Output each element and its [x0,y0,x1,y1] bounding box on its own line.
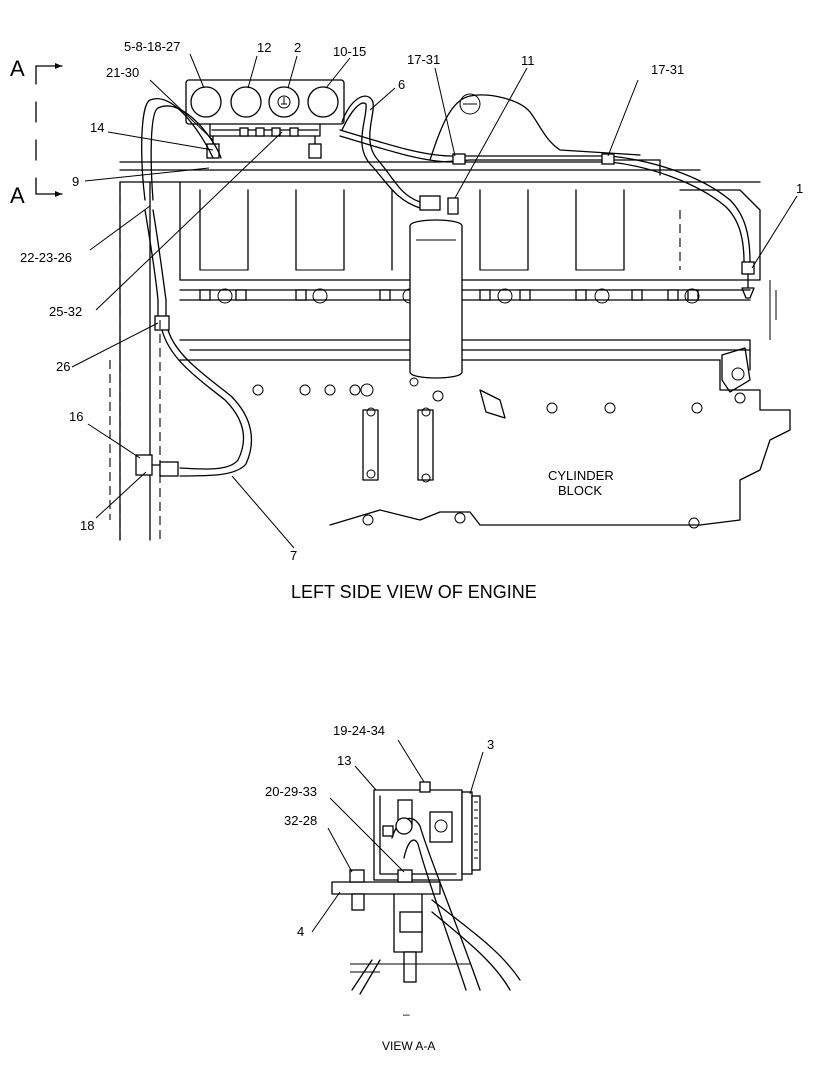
callout-leaders-main [71,53,798,549]
callout-14: 14 [90,120,104,135]
callout-17-31-b: 17-31 [651,62,684,77]
section-line-a-a: A A [10,56,63,208]
callout-11: 11 [521,53,535,68]
section-marker-bottom: A [10,183,25,208]
section-marker-top: A [10,56,25,81]
callout-1: 1 [796,181,803,196]
callout-19-24-34: 19-24-34 [333,723,385,738]
callout-7: 7 [290,548,297,563]
callout-labels-detail: 19-24-34 3 13 20-29-33 32-28 4 [265,723,494,939]
exhaust-manifold [119,93,761,183]
callout-26: 26 [56,359,70,374]
callout-9: 9 [72,174,79,189]
filter-canister [409,219,463,387]
block-bolt-holes [252,383,746,529]
callout-13: 13 [337,753,351,768]
callout-21-30: 21-30 [106,65,139,80]
main-view-title: LEFT SIDE VIEW OF ENGINE [291,582,537,602]
gauge-circle-2 [230,86,262,118]
callout-32-28: 32-28 [284,813,317,828]
cylinder-block-label-2: BLOCK [558,483,602,498]
callout-18: 18 [80,518,94,533]
tubing [135,95,755,477]
callout-12: 12 [257,40,271,55]
callout-25-32: 25-32 [49,304,82,319]
detail-dash: – [403,1007,410,1021]
callout-3: 3 [487,737,494,752]
callout-16: 16 [69,409,83,424]
callout-4: 4 [297,924,304,939]
callout-10-15: 10-15 [333,44,366,59]
callout-labels-main: 5-8-18-27 12 2 10-15 21-30 17-31 11 17-3… [20,39,803,563]
gauge-circle-4 [307,86,339,118]
gauge-panel [185,79,345,159]
cylinder-block-label-1: CYLINDER [548,468,614,483]
detail-view-a-a [311,739,521,995]
callout-2: 2 [294,40,301,55]
callout-6: 6 [398,77,405,92]
hidden-lines [109,182,681,540]
engine-block: CYLINDER BLOCK [119,181,791,541]
callout-5-8-18-27: 5-8-18-27 [124,39,180,54]
callout-22-23-26: 22-23-26 [20,250,72,265]
detail-view-title: VIEW A-A [382,1039,435,1053]
gauge-circle-1 [190,86,222,118]
callout-20-29-33: 20-29-33 [265,784,317,799]
callout-17-31-a: 17-31 [407,52,440,67]
